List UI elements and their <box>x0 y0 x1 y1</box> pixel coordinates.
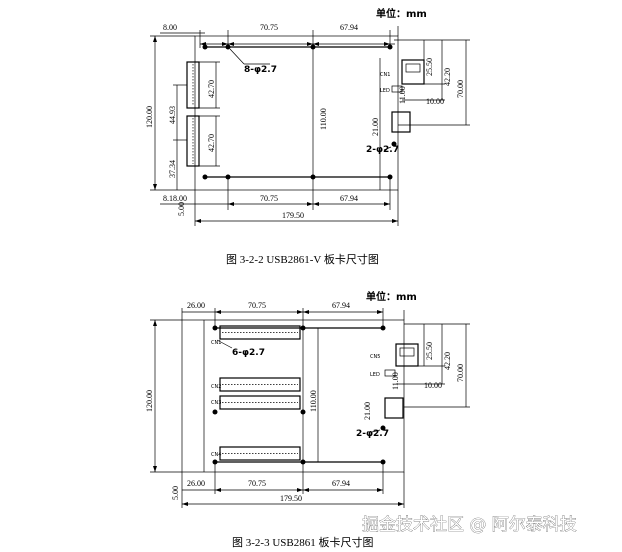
mount-hole <box>212 325 218 331</box>
holes-label-8: 8-φ2.7 <box>244 65 277 75</box>
mount-hole <box>202 44 208 50</box>
dim-height-2: 120.00 <box>145 390 154 412</box>
mount-hole <box>300 409 306 415</box>
dim-bot-5-1: 5.00 <box>177 202 186 216</box>
dim-left-4493: 44.93 <box>168 106 177 124</box>
jack-1 <box>391 111 411 133</box>
dim-bot-5-2: 5.00 <box>171 486 180 500</box>
connector-2-cn3 <box>219 395 301 410</box>
usb-port-2 <box>395 343 419 367</box>
cn1-label-1: CN1 <box>380 72 390 78</box>
cn5-label-2: CN5 <box>370 354 380 360</box>
dim-bot-left-1: 8.18.00 <box>163 194 187 203</box>
dim-bot-mid-2: 70.75 <box>248 479 266 488</box>
mount-hole <box>380 325 386 331</box>
mount-hole <box>387 44 393 50</box>
dim-top-right-2: 67.94 <box>332 301 350 310</box>
dim-conn-b: 42.70 <box>207 134 216 152</box>
connector-2-cn1 <box>219 325 301 340</box>
led-label-1: LED <box>380 88 390 94</box>
holes-label-2b: 2-φ2.7 <box>356 429 389 439</box>
watermark: 掘金技术社区 @ 阿尔泰科技 <box>362 515 577 535</box>
dim-left-3734: 37.34 <box>168 160 177 178</box>
connector-2-cn2 <box>219 377 301 392</box>
figure-usb2861-v: 单位：mm 8.00 70.75 67.94 8-φ2.7 <box>145 7 470 266</box>
dim-r-4220-2: 42.20 <box>443 352 452 370</box>
mount-hole <box>391 141 397 147</box>
unit-label-2: 单位：mm <box>366 290 417 303</box>
caption-2: 图 3-2-3 USB2861 板卡尺寸图 <box>232 535 373 549</box>
dim-r-2550-2: 25.50 <box>425 342 434 360</box>
mount-hole <box>300 325 306 331</box>
dim-r-1000-2: 10.00 <box>424 381 442 390</box>
connector-1b <box>186 115 200 167</box>
dim-top-left-2: 26.00 <box>187 301 205 310</box>
dim-total-1: 179.50 <box>282 211 304 220</box>
mount-hole <box>380 425 386 431</box>
led-label-2: LED <box>370 372 380 378</box>
holes-label-2a: 2-φ2.7 <box>366 145 399 155</box>
figure-usb2861: 单位：mm 26.00 70.75 67.94 6-φ2.7 <box>145 290 470 549</box>
dim-top-mid-1: 70.75 <box>260 23 278 32</box>
dim-r-4220-1: 42.20 <box>443 68 452 86</box>
unit-label-1: 单位：mm <box>376 7 427 20</box>
mount-hole <box>212 409 218 415</box>
dim-bot-right-2: 67.94 <box>332 479 350 488</box>
cn4-label-2: CN4 <box>211 452 221 458</box>
caption-1: 图 3-2-2 USB2861-V 板卡尺寸图 <box>226 252 379 266</box>
board-outline-2 <box>181 319 405 473</box>
connector-2-cn4 <box>219 446 301 461</box>
dim-r-1000-1: 10.00 <box>426 97 444 106</box>
jack-2 <box>384 397 404 419</box>
dim-bot-right-1: 67.94 <box>340 194 358 203</box>
dim-inner-height-1: 110.00 <box>319 108 328 130</box>
cn1-label-2: CN1 <box>211 340 221 346</box>
mount-hole <box>202 174 208 180</box>
dim-r-7000-2: 70.00 <box>456 364 465 382</box>
holes-label-6: 6-φ2.7 <box>232 348 265 358</box>
dim-bot-mid-1: 70.75 <box>260 194 278 203</box>
dim-r-2100-1: 21.00 <box>371 118 380 136</box>
dim-bot-left-2: 26.00 <box>187 479 205 488</box>
mount-hole <box>310 44 316 50</box>
cn3-label-2: CN3 <box>211 400 221 406</box>
cn2-label-2: CN2 <box>211 384 221 390</box>
dim-inner-height-2: 110.00 <box>309 390 318 412</box>
dim-top-left-1: 8.00 <box>163 23 177 32</box>
dim-r-7000-1: 70.00 <box>456 80 465 98</box>
dim-r-1100-1: 11.00 <box>398 86 407 104</box>
dim-r-2100-2: 21.00 <box>363 402 372 420</box>
dim-top-mid-2: 70.75 <box>248 301 266 310</box>
dim-top-right-1: 67.94 <box>340 23 358 32</box>
board-outline-1 <box>194 35 399 191</box>
dim-r-2550-1: 25.50 <box>425 58 434 76</box>
dim-r-1100-2: 11.00 <box>391 372 400 390</box>
dim-conn-a: 42.70 <box>207 80 216 98</box>
dim-total-2: 179.50 <box>280 494 302 503</box>
dim-height-1: 120.00 <box>145 106 154 128</box>
mount-hole <box>225 44 231 50</box>
